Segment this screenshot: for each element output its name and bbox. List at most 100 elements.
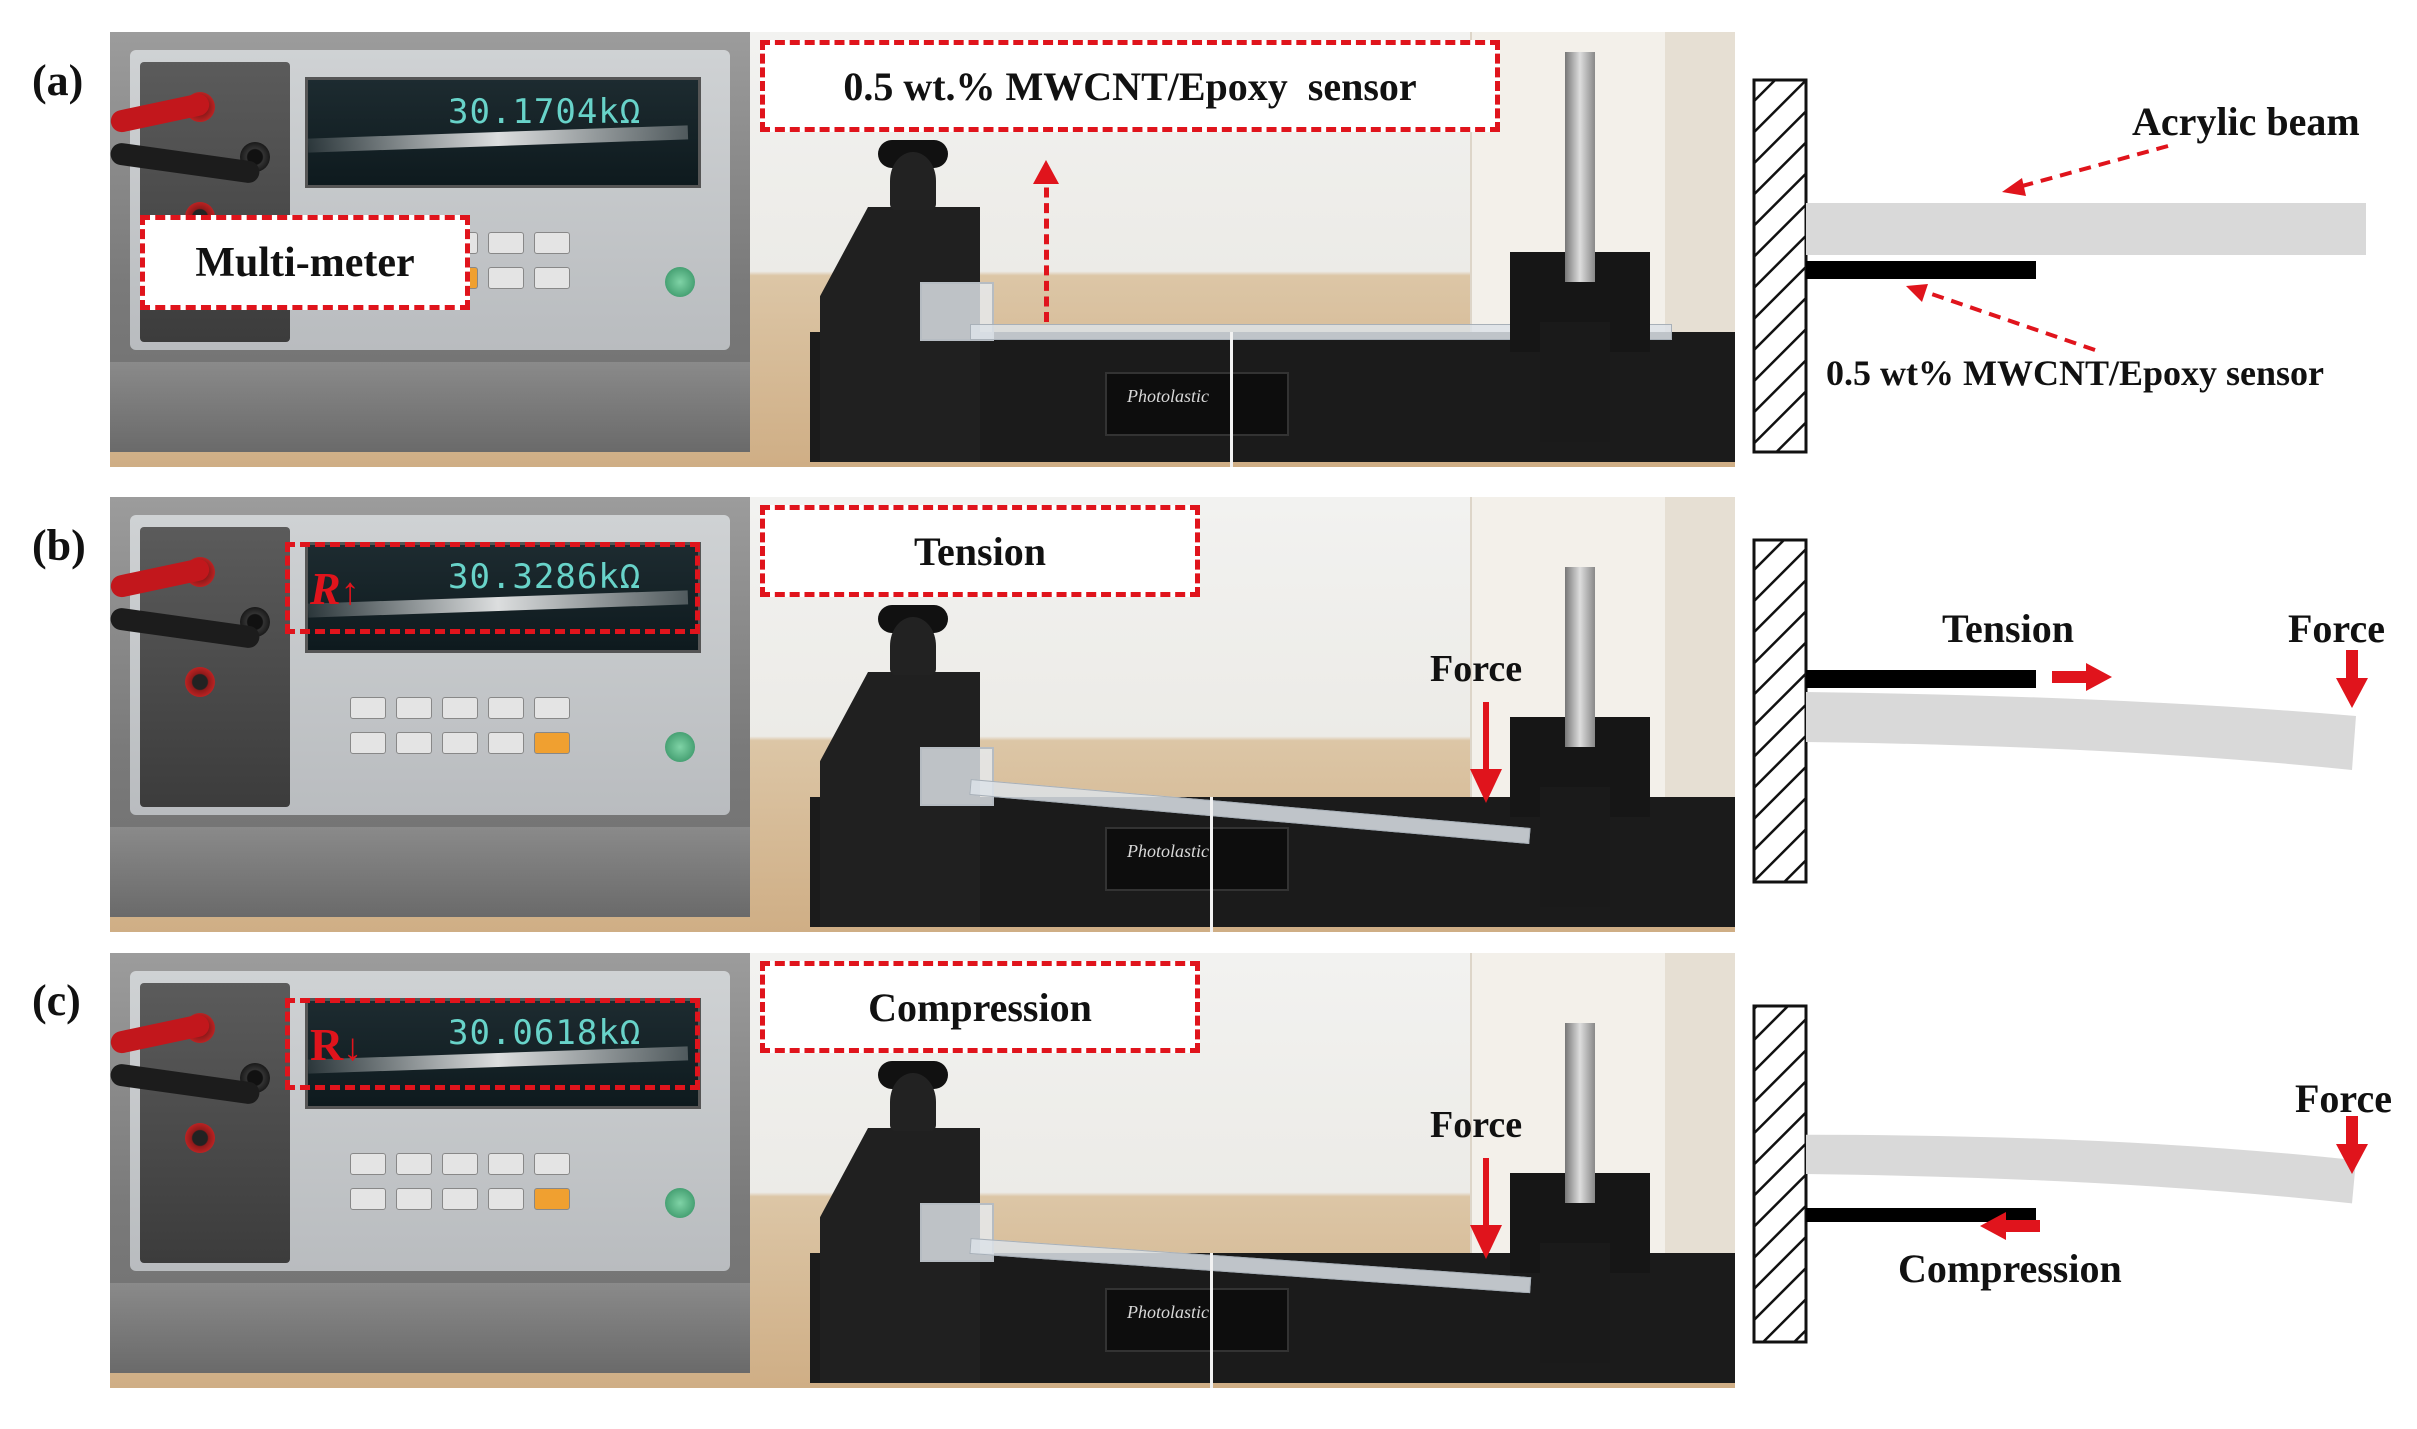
red-jack [185,667,215,697]
meter-display: 30.0618kΩ [305,998,701,1109]
diagram-tension-label: Tension [1942,606,2074,651]
tension-label: Tension [914,528,1046,574]
fixed-wall [1752,78,1808,454]
resistance-letter: R [310,1019,344,1070]
tension-label-box: Tension [760,505,1200,597]
meter-display: 30.1704kΩ [305,77,701,188]
meter-reading: 30.3286kΩ [448,557,642,597]
force-arrow-head [2336,678,2368,708]
display-highlight-box [285,542,700,634]
resistance-up-arrow: ↑ [340,571,360,613]
compression-label-box: Compression [760,961,1200,1053]
diagram-b [1752,538,2368,884]
clamp-knob [890,152,936,210]
force-arrow-shaft [2346,650,2358,680]
acrylic-beam [970,324,1672,340]
sensor-wire [1210,1253,1213,1388]
bent-beam-diagram [1806,692,2356,770]
meter-base [110,827,750,917]
panel-label-b: (b) [32,521,86,570]
meter-buttons [350,697,680,719]
multimeter: 30.0618kΩ [110,953,750,1373]
fixture-brand: Photolastic [1127,841,1209,861]
meter-reading: 30.1704kΩ [448,92,642,132]
multimeter-label: Multi-meter [195,239,415,286]
micrometer-support [1540,1243,1610,1363]
beam-clamp [920,747,994,806]
diagram-force-label: Force [2295,1076,2392,1121]
meter-buttons [350,732,680,754]
bent-beam-diagram [1806,1134,2356,1204]
diagram-a [1752,78,2366,454]
multimeter: 30.3286kΩ [110,497,750,917]
fixed-wall [1752,1004,1808,1344]
sensor-diagram [1806,261,2036,279]
resistance-symbol: R↑ [310,562,360,615]
sensor-diagram [1806,1208,2036,1222]
meter-buttons [350,1188,680,1210]
meter-knob [665,732,695,762]
diagram-c [1752,1004,2368,1344]
meter-base [110,362,750,452]
sensor-pointer-head [1906,284,1928,302]
cabinet-shadow [1665,497,1735,797]
compression-arrow-shaft [2004,1220,2040,1232]
compression-label: Compression [868,984,1092,1030]
force-arrow-shaft [1483,702,1489,772]
diagram-compression-label: Compression [1898,1246,2122,1291]
fixture-label-plate: Photolastic [1105,372,1289,436]
fixture-brand: Photolastic [1127,386,1209,406]
photo-c: 30.0618kΩ Photolastic R↓ Compres [110,953,1735,1388]
red-jack [185,1123,215,1153]
resistance-symbol: R↓ [310,1018,362,1071]
diagram-force-label: Force [2288,606,2385,651]
sensor-pointer [1919,288,2096,352]
sensor-label-box: 0.5 wt.% MWCNT/Epoxy sensor [760,40,1500,132]
cabinet-shadow [1665,953,1735,1253]
meter-base [110,1283,750,1373]
tension-arrow-head [2086,663,2112,691]
fixture-label-plate: Photolastic [1105,827,1289,891]
micrometer [1565,567,1595,747]
tension-arrow-shaft [2052,671,2088,683]
diagram-sensor-label: 0.5 wt% MWCNT/Epoxy sensor [1826,353,2325,393]
beam-pointer-head [2002,178,2026,196]
cabinet-shadow [1665,32,1735,332]
sensor-diagram [1806,670,2036,688]
compression-arrow-head [1980,1212,2006,1240]
resistance-letter: R [310,563,341,614]
force-label: Force [1430,1104,1523,1146]
sensor-label: 0.5 wt.% MWCNT/Epoxy sensor [843,63,1417,109]
force-arrow-head [1470,1225,1502,1259]
sensor-wire [1230,332,1233,467]
meter-knob [665,1188,695,1218]
beam-clamp [920,282,994,341]
fixture-label-plate: Photolastic [1105,1288,1289,1352]
display-highlight-box [285,998,700,1090]
force-arrow-head [1470,769,1502,803]
sensor-pointer-line [1044,172,1049,322]
photo-a: 30.1704kΩ Photolastic Multi-meter 0.5 [110,32,1735,467]
photo-b: 30.3286kΩ Photolastic R↑ Tension [110,497,1735,932]
clamp-knob [890,1073,936,1131]
sensor-wire [1210,797,1213,932]
force-arrow-shaft [2346,1116,2358,1146]
fixed-wall [1752,538,1808,884]
micrometer-support [1540,322,1610,442]
clamp-knob [890,617,936,675]
micrometer [1565,52,1595,282]
fixture-brand: Photolastic [1127,1302,1209,1322]
meter-buttons [350,1153,680,1175]
beam-label: Acrylic beam [2132,99,2360,144]
micrometer-support [1540,787,1610,907]
acrylic-beam-diagram [1806,203,2366,255]
panel-label-c: (c) [32,976,81,1025]
sensor-pointer-arrowhead [1033,160,1059,184]
resistance-down-arrow: ↓ [343,1027,363,1069]
meter-knob [665,267,695,297]
force-arrow-shaft [1483,1158,1489,1228]
micrometer [1565,1023,1595,1203]
meter-reading: 30.0618kΩ [448,1013,642,1053]
force-label: Force [1430,648,1523,690]
panel-label-a: (a) [32,56,84,105]
